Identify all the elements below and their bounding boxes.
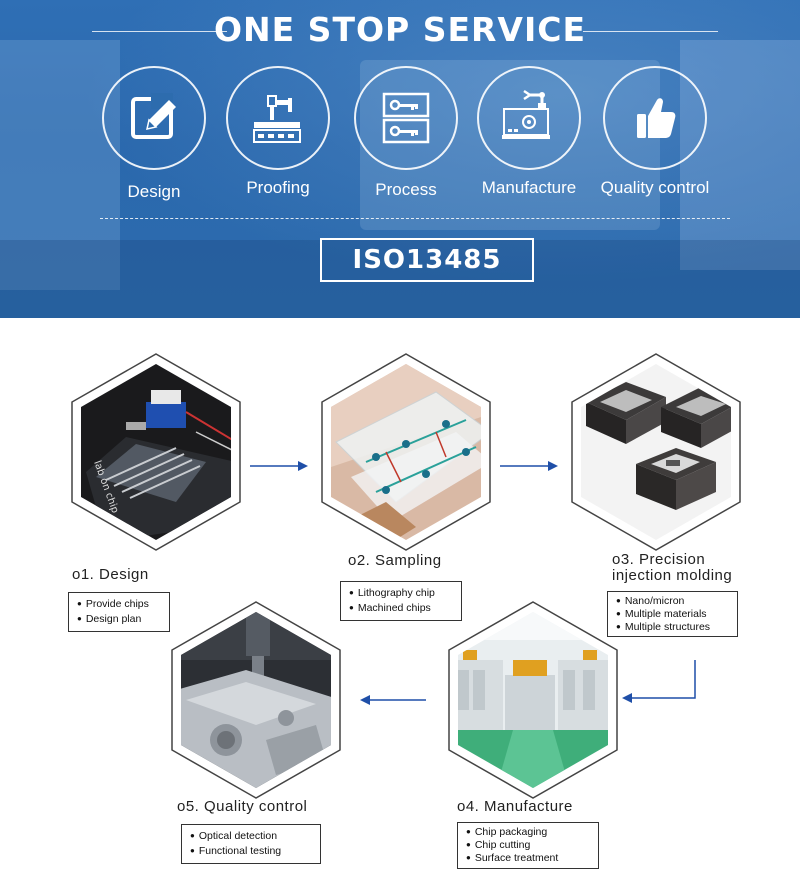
- bullet-item: Provide chips: [77, 597, 161, 612]
- bullet-item: Chip cutting: [466, 839, 590, 852]
- step-title-quality-control: o5. Quality control: [177, 798, 308, 815]
- background-machine-shape: [680, 40, 800, 270]
- step-title-design: o1. Design: [72, 566, 149, 583]
- thumbs-up-icon: [637, 98, 676, 138]
- step-title-manufacture: o4. Manufacture: [457, 798, 573, 815]
- service-process: Process: [344, 66, 468, 199]
- background-floor-shape: [0, 240, 800, 318]
- service-design: Design: [92, 66, 216, 201]
- service-quality-control: Quality control: [585, 66, 725, 197]
- service-circle: [226, 66, 330, 170]
- step-bullets-sampling: Lithography chip Machined chips: [340, 581, 462, 621]
- step-title-sampling: o2. Sampling: [348, 552, 442, 569]
- service-proofing: Proofing: [216, 66, 340, 197]
- service-label: Proofing: [246, 178, 310, 197]
- certification-badge: ISO13485: [320, 238, 534, 282]
- robot-arm-icon: [502, 89, 550, 139]
- step-bullets-injection-molding: Nano/micron Multiple materials Multiple …: [607, 591, 738, 637]
- service-circle: [354, 66, 458, 170]
- bullet-item: Functional testing: [190, 844, 312, 859]
- bullet-item: Chip packaging: [466, 826, 590, 839]
- step-image-injection-molding: [566, 352, 746, 552]
- step-title-injection-molding: o3. Precision injection molding: [612, 552, 732, 584]
- service-label: Design: [127, 182, 181, 201]
- bullet-item: Machined chips: [349, 601, 453, 616]
- background-machine-shape: [0, 40, 120, 290]
- arrow-right-icon: [250, 461, 308, 471]
- bullet-item: Design plan: [77, 612, 161, 627]
- step-title-line: o3. Precision: [612, 551, 706, 568]
- service-circle: [603, 66, 707, 170]
- arrow-right-icon: [500, 461, 558, 471]
- banner-title: ONE STOP SERVICE: [213, 10, 586, 49]
- key-panel-icon: [382, 92, 430, 144]
- arrow-left-icon: [360, 695, 426, 705]
- service-circle: [477, 66, 581, 170]
- service-label: Manufacture: [481, 178, 577, 197]
- step-image-sampling: [316, 352, 496, 552]
- step-title-line: injection molding: [612, 567, 733, 584]
- bullet-item: Optical detection: [190, 829, 312, 844]
- service-manufacture: Manufacture: [467, 66, 591, 197]
- service-circle: [102, 66, 206, 170]
- bullet-item: Surface treatment: [466, 852, 590, 865]
- top-banner: ONE STOP SERVICE Design: [0, 0, 800, 318]
- step-bullets-quality-control: Optical detection Functional testing: [181, 824, 321, 864]
- bullet-item: Multiple structures: [616, 621, 729, 634]
- edit-icon: [131, 93, 176, 139]
- step-bullets-manufacture: Chip packaging Chip cutting Surface trea…: [457, 822, 599, 869]
- title-divider-left: [92, 31, 227, 32]
- arrow-bent-icon: [622, 660, 696, 703]
- bullet-item: Nano/micron: [616, 595, 729, 608]
- bullet-item: Multiple materials: [616, 608, 729, 621]
- microscope-icon: [253, 95, 301, 143]
- dashed-divider: [100, 218, 730, 219]
- service-label: Process: [375, 180, 437, 199]
- title-divider-right: [583, 31, 718, 32]
- step-image-design: lab on chip: [66, 352, 246, 552]
- step-image-quality-control: [166, 600, 346, 800]
- service-label: Quality control: [600, 178, 710, 197]
- step-image-manufacture: [443, 600, 623, 800]
- step-bullets-design: Provide chips Design plan: [68, 592, 170, 632]
- bullet-item: Lithography chip: [349, 586, 453, 601]
